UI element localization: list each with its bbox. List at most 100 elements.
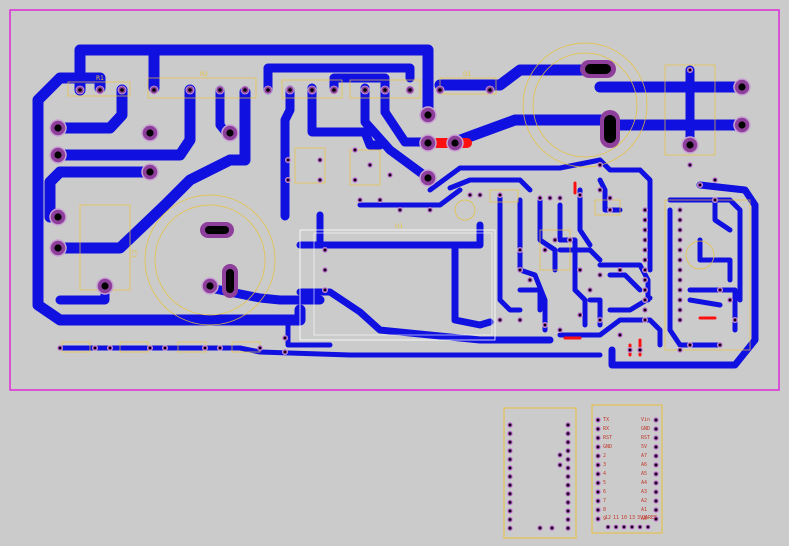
pad-hole: [148, 346, 152, 350]
module-pin-label: 10: [621, 515, 628, 521]
pad-hole: [630, 525, 634, 529]
label-r2: R2: [200, 71, 208, 78]
copper-traces: [32, 44, 759, 369]
pad-hole: [608, 208, 612, 212]
module-pin-label: RST: [641, 435, 651, 441]
pad-hole: [643, 218, 647, 222]
module-pin-label: Vin: [641, 417, 651, 423]
pad-hole: [120, 88, 124, 92]
module-right: [591, 404, 663, 534]
pad-hole: [218, 88, 222, 92]
module-pin-label: RX: [603, 426, 610, 432]
pad-hole: [152, 88, 156, 92]
pad-hole: [424, 174, 432, 182]
pad-hole: [688, 163, 692, 167]
pad-hole: [654, 517, 658, 521]
pad-hole: [558, 463, 562, 467]
module-pin-label: 3V3: [637, 515, 647, 521]
pad-hole: [596, 499, 600, 503]
pad-hole: [678, 288, 682, 292]
pad-hole: [363, 88, 367, 92]
pad-hole: [678, 208, 682, 212]
pad-hole: [596, 436, 600, 440]
pad-hole: [566, 423, 570, 427]
pad-hole: [578, 193, 582, 197]
pad-hole: [566, 509, 570, 513]
module-pin-label: 7: [603, 498, 607, 504]
pad-hole: [286, 158, 290, 162]
silkscreen: [61, 42, 751, 353]
pad-hole: [101, 282, 109, 290]
pad-hole: [566, 484, 570, 487]
pad-hole: [508, 475, 512, 478]
label-r1: R1: [96, 75, 104, 82]
pad-hole: [654, 427, 658, 431]
module-pin-label: A1: [641, 507, 648, 513]
pad-hole: [508, 518, 512, 521]
pad-hole: [596, 490, 600, 494]
pad-hole: [508, 458, 512, 461]
pad-hole: [566, 458, 570, 461]
pad-hole: [378, 198, 382, 202]
pad-hole: [78, 88, 82, 92]
pad-hole: [332, 88, 336, 92]
pad-hole: [654, 445, 658, 449]
module-pin-label: A3: [641, 489, 648, 495]
pad-hole: [596, 427, 600, 431]
module-pin-label: A5: [641, 471, 648, 477]
pad-hole: [438, 88, 442, 92]
pad-hole: [310, 88, 314, 92]
pad-hole: [678, 228, 682, 232]
pad-hole: [638, 525, 642, 529]
module-pin-label: 9: [603, 516, 607, 522]
pad-hole: [688, 68, 692, 72]
pad-hole: [738, 121, 746, 129]
pad-hole: [598, 188, 602, 192]
pad-hole: [618, 333, 622, 337]
pad-hole: [628, 348, 632, 352]
pad-hole: [478, 193, 482, 197]
pad-hole: [643, 248, 647, 252]
pad-hole: [218, 346, 222, 350]
pad-hole: [596, 517, 600, 521]
pad-hole: [518, 248, 522, 252]
module-pin-label: GND: [603, 444, 613, 450]
pad-hole: [353, 178, 357, 182]
pad-hole: [518, 268, 522, 272]
pad-hole: [508, 527, 512, 530]
pad-hole: [566, 527, 570, 530]
pad-hole: [508, 501, 512, 504]
pad-hole: [654, 472, 658, 476]
pad-hole: [468, 193, 472, 197]
pad-hole: [643, 208, 647, 212]
module-left: [503, 407, 577, 539]
pad-hole: [596, 481, 600, 485]
pad-hole: [598, 318, 602, 322]
pad-hole: [508, 441, 512, 444]
pad-hole: [558, 453, 562, 457]
pad-hole: [508, 423, 512, 427]
pad-hole: [654, 436, 658, 440]
pad-hole: [622, 525, 626, 529]
pad-hole: [678, 248, 682, 252]
pad-hole: [283, 336, 287, 340]
pad-hole: [566, 441, 570, 444]
pad-hole: [568, 238, 572, 242]
pad-hole: [188, 88, 192, 92]
pad-hole: [713, 178, 717, 182]
pad-hole: [698, 183, 702, 187]
pad-hole: [614, 525, 618, 529]
pad-hole: [678, 348, 682, 352]
label-u1: U1: [395, 223, 403, 230]
pad-hole: [718, 288, 722, 292]
pad-hole: [654, 454, 658, 458]
pad-hole: [54, 151, 62, 159]
pad-hole: [508, 509, 512, 513]
pad-hole: [678, 318, 682, 322]
pad-hole: [518, 318, 522, 322]
pad-hole: [538, 196, 542, 200]
module-pin-label: 8: [603, 507, 607, 513]
pad-hole: [578, 268, 582, 272]
module-pin-label: A4: [641, 480, 648, 486]
module-pin-label: AREF: [645, 515, 658, 521]
